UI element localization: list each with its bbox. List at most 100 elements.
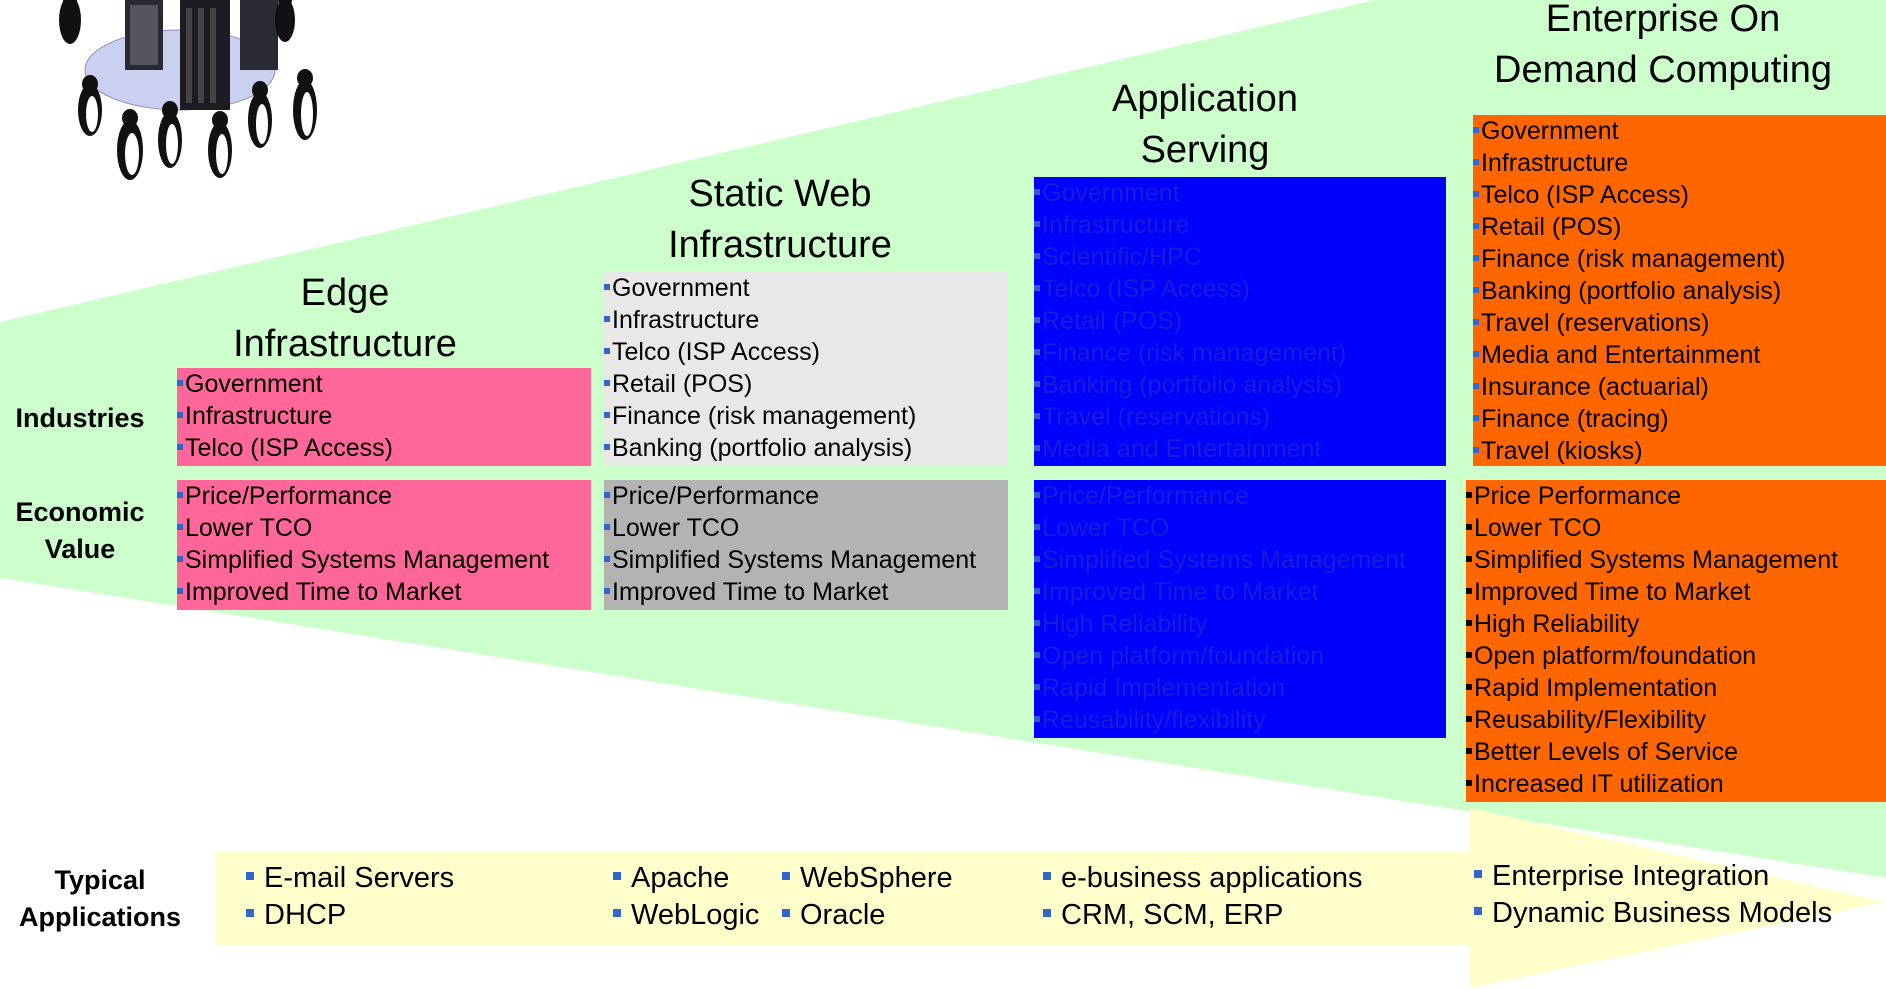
title-line: Serving <box>1140 129 1270 171</box>
list-item: Retail (POS) <box>1034 305 1446 337</box>
bullet-icon <box>1043 909 1051 918</box>
list-item: Reusability/flexibility <box>1034 704 1446 736</box>
list-item: Improved Time to Market <box>1034 576 1446 608</box>
column-title-enterprise: Enterprise On Demand Computing <box>1450 0 1876 96</box>
list-item: Insurance (actuarial) <box>1473 371 1886 403</box>
bullet-icon <box>246 872 254 881</box>
app-label: E-mail Servers <box>264 862 455 894</box>
bullet-icon <box>613 872 621 881</box>
list-item: Simplified Systems Management <box>604 544 1008 576</box>
list-item: Improved Time to Market <box>1466 576 1886 608</box>
servers-and-penguins-image <box>59 0 317 180</box>
list-item: Infrastructure <box>1034 209 1446 241</box>
edge-economic-box: Price/Performance Lower TCO Simplified S… <box>177 480 591 610</box>
list-item: Rapid Implementation <box>1466 672 1886 704</box>
list-item: Infrastructure <box>177 400 591 432</box>
app-label: CRM, SCM, ERP <box>1061 899 1284 931</box>
list-item: Travel (reservations) <box>1034 401 1446 433</box>
list-item: Banking (portfolio analysis) <box>604 432 1008 464</box>
list-item: Telco (ISP Access) <box>1034 273 1446 305</box>
app-label: DHCP <box>264 899 347 931</box>
title-line: Infrastructure <box>233 323 457 365</box>
label-line: Value <box>44 534 116 564</box>
row-label-typical-applications: Typical Applications <box>0 862 200 936</box>
bullet-icon <box>782 909 790 918</box>
enterprise-industries-box: Government Infrastructure Telco (ISP Acc… <box>1473 115 1886 466</box>
list-item: Improved Time to Market <box>604 576 1008 608</box>
edge-industries-box: Government Infrastructure Telco (ISP Acc… <box>177 368 591 466</box>
list-item: Lower TCO <box>1034 512 1446 544</box>
title-line: Static Web <box>688 173 872 215</box>
static-web-economic-box: Price/Performance Lower TCO Simplified S… <box>604 480 1008 610</box>
list-item: Retail (POS) <box>604 368 1008 400</box>
list-item: Simplified Systems Management <box>1034 544 1446 576</box>
list-item: Media and Entertainment <box>1034 433 1446 465</box>
bullet-icon <box>1474 870 1482 879</box>
app-item: CRM, SCM, ERP <box>1043 897 1283 934</box>
list-item: Media and Entertainment <box>1473 339 1886 371</box>
app-label: Apache <box>631 862 730 894</box>
title-line: Edge <box>300 272 390 314</box>
list-item: Lower TCO <box>1466 512 1886 544</box>
app-label: WebLogic <box>631 899 760 931</box>
app-item: E-mail Servers <box>246 860 454 897</box>
app-label: Dynamic Business Models <box>1492 897 1833 929</box>
list-item: Banking (portfolio analysis) <box>1034 369 1446 401</box>
column-title-static-web: Static Web Infrastructure <box>610 169 950 271</box>
list-item: Government <box>604 272 1008 304</box>
list-item: Finance (tracing) <box>1473 403 1886 435</box>
list-item: Reusability/Flexibility <box>1466 704 1886 736</box>
list-item: Open platform/foundation <box>1466 640 1886 672</box>
column-title-application-serving: Application Serving <box>1035 74 1375 176</box>
label-line: Applications <box>18 902 181 932</box>
list-item: Travel (kiosks) <box>1473 435 1886 467</box>
application-serving-industries-box: Government Infrastructure Scientific/HPC… <box>1034 177 1446 466</box>
list-item: Retail (POS) <box>1473 211 1886 243</box>
list-item: Banking (portfolio analysis) <box>1473 275 1886 307</box>
list-item: Lower TCO <box>177 512 591 544</box>
app-item: Enterprise Integration <box>1474 858 1769 895</box>
list-item: Travel (reservations) <box>1473 307 1886 339</box>
title-line: Application <box>1112 78 1298 120</box>
app-label: WebSphere <box>800 862 953 894</box>
list-item: High Reliability <box>1466 608 1886 640</box>
list-item: Rapid Implementation <box>1034 672 1446 704</box>
enterprise-economic-box: Price Performance Lower TCO Simplified S… <box>1466 480 1886 802</box>
app-item: DHCP <box>246 897 346 934</box>
app-item: Oracle <box>782 897 885 934</box>
bullet-icon <box>782 872 790 881</box>
list-item: Scientific/HPC <box>1034 241 1446 273</box>
list-item: Finance (risk management) <box>1034 337 1446 369</box>
list-item: Telco (ISP Access) <box>1473 179 1886 211</box>
app-item: e-business applications <box>1043 860 1362 897</box>
list-item: Improved Time to Market <box>177 576 591 608</box>
list-item: Price/Performance <box>604 480 1008 512</box>
row-label-economic-value: Economic Value <box>0 494 160 568</box>
list-item: Better Levels of Service <box>1466 736 1886 768</box>
app-item: WebLogic <box>613 897 759 934</box>
list-item: Simplified Systems Management <box>177 544 591 576</box>
static-web-industries-box: Government Infrastructure Telco (ISP Acc… <box>604 272 1008 466</box>
list-item: High Reliability <box>1034 608 1446 640</box>
list-item: Infrastructure <box>1473 147 1886 179</box>
list-item: Government <box>177 368 591 400</box>
list-item: Open platform/foundation <box>1034 640 1446 672</box>
label-line: Economic <box>15 497 145 527</box>
app-label: Enterprise Integration <box>1492 860 1770 892</box>
list-item: Telco (ISP Access) <box>604 336 1008 368</box>
app-item: Dynamic Business Models <box>1474 895 1832 932</box>
app-label: Oracle <box>800 899 886 931</box>
list-item: Finance (risk management) <box>604 400 1008 432</box>
title-line: Demand Computing <box>1494 49 1832 91</box>
label-line: Typical <box>54 865 146 895</box>
list-item: Price Performance <box>1466 480 1886 512</box>
list-item: Government <box>1034 177 1446 209</box>
row-label-industries: Industries <box>15 403 145 433</box>
bullet-icon <box>1043 872 1051 881</box>
list-item: Increased IT utilization <box>1466 768 1886 800</box>
title-line: Infrastructure <box>668 224 892 266</box>
list-item: Government <box>1473 115 1886 147</box>
column-title-edge: Edge Infrastructure <box>175 268 515 370</box>
app-item: Apache <box>613 860 729 897</box>
title-line: Enterprise On <box>1545 0 1781 40</box>
